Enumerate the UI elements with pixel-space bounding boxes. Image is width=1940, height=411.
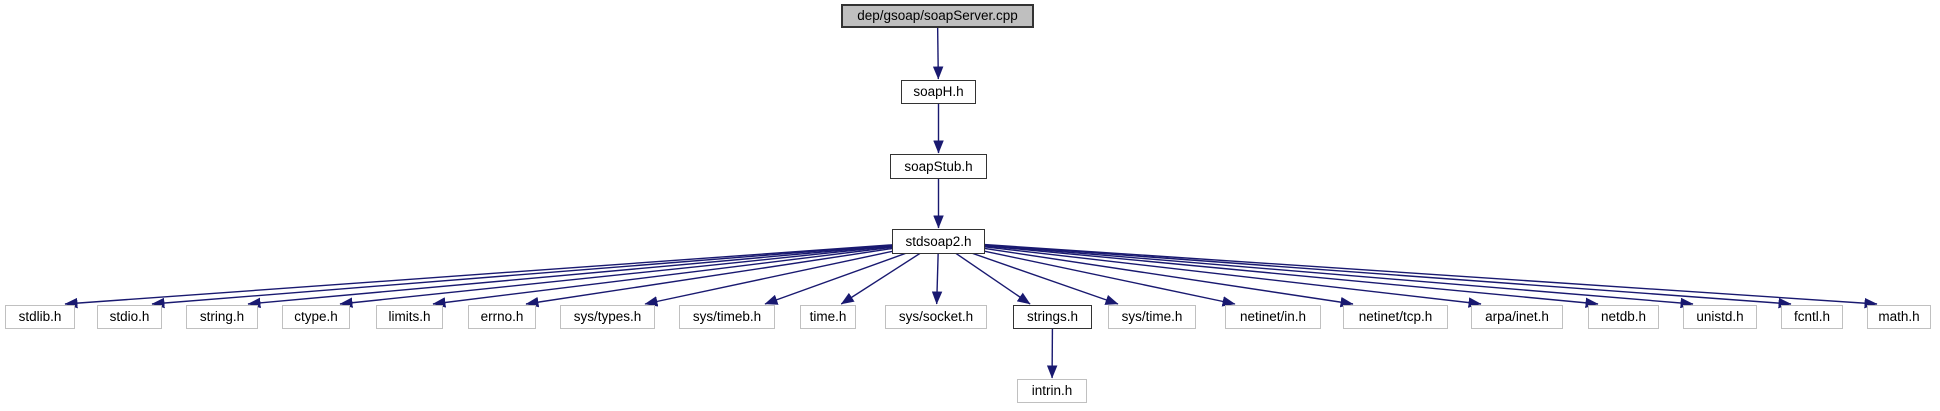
node-sys-socket-h: sys/socket.h <box>885 305 987 329</box>
node-sys-types-h: sys/types.h <box>560 305 655 329</box>
node-strings-h[interactable]: strings.h <box>1013 305 1092 329</box>
node-string-h: string.h <box>186 305 258 329</box>
node-intrin-h: intrin.h <box>1017 379 1087 403</box>
node-math-h: math.h <box>1867 305 1931 329</box>
node-netdb-h: netdb.h <box>1588 305 1659 329</box>
include-edge-stdsoap2-math <box>938 240 1878 309</box>
node-limits-h: limits.h <box>376 305 443 329</box>
include-edge-stdsoap2-stdio <box>151 240 939 309</box>
node-time-h: time.h <box>800 305 856 329</box>
node-soapstub-h[interactable]: soapStub.h <box>890 154 987 179</box>
node-errno-h: errno.h <box>468 305 536 329</box>
include-edge-stdsoap2-stdlib <box>64 240 939 309</box>
include-edge-stdsoap2-netinetin <box>938 240 1236 307</box>
node-soapserver-cpp: dep/gsoap/soapServer.cpp <box>841 4 1034 28</box>
include-edge-stdsoap2-errno <box>525 240 939 308</box>
node-netinet-tcp-h: netinet/tcp.h <box>1343 305 1448 329</box>
include-edge-stdsoap2-netinettcp <box>938 240 1354 308</box>
node-stdlib-h: stdlib.h <box>5 305 75 329</box>
include-edge-stdsoap2-fcntl <box>938 240 1792 309</box>
node-stdsoap2-h[interactable]: stdsoap2.h <box>892 229 985 254</box>
include-edge-stdsoap2-systypes <box>644 240 939 307</box>
node-netinet-in-h: netinet/in.h <box>1225 305 1321 329</box>
include-edge-stdsoap2-limits <box>432 240 939 308</box>
node-sys-timeb-h: sys/timeb.h <box>679 305 775 329</box>
include-edge-stdsoap2-string <box>247 240 939 309</box>
include-edge-stdsoap2-netdb <box>938 240 1599 309</box>
include-edge-stdsoap2-unistd <box>938 240 1694 309</box>
node-stdio-h: stdio.h <box>97 305 162 329</box>
node-fcntl-h: fcntl.h <box>1781 305 1843 329</box>
node-unistd-h: unistd.h <box>1683 305 1757 329</box>
include-edge-stdsoap2-arpainet <box>938 240 1482 308</box>
node-soaph-h[interactable]: soapH.h <box>901 80 976 104</box>
include-edge-stdsoap2-ctype <box>339 240 939 308</box>
node-ctype-h: ctype.h <box>282 305 350 329</box>
node-arpa-inet-h: arpa/inet.h <box>1471 305 1563 329</box>
node-sys-time-h: sys/time.h <box>1108 305 1196 329</box>
